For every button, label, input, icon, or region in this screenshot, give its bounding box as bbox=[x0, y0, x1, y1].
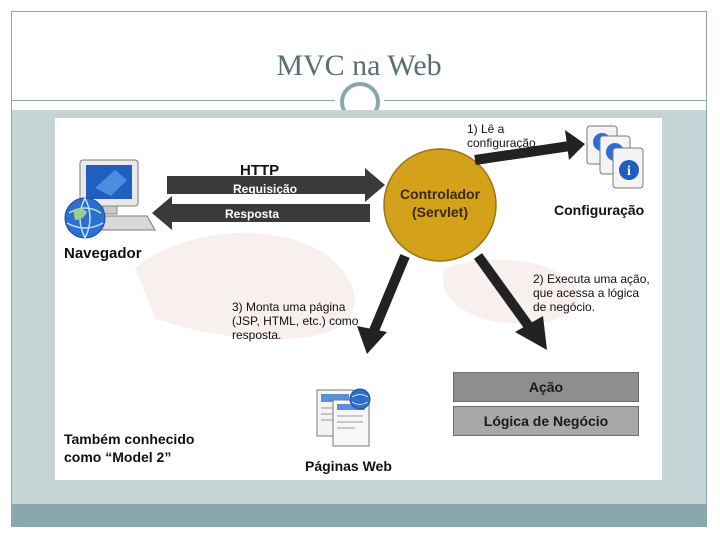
computer-icon bbox=[68, 159, 156, 231]
globe-icon bbox=[64, 197, 106, 239]
response-arrow bbox=[152, 196, 370, 230]
web-pages-label: Páginas Web bbox=[305, 458, 392, 474]
title-rule-right bbox=[384, 100, 707, 101]
request-arrow bbox=[167, 168, 385, 202]
title-rule-left bbox=[11, 100, 335, 101]
step2-text: 2) Executa uma ação, que acessa a lógica… bbox=[533, 272, 650, 314]
slide-title: MVC na Web bbox=[276, 49, 442, 82]
diagram-graphics: i bbox=[64, 125, 644, 447]
config-arrow bbox=[474, 130, 585, 165]
mvc-diagram: i HTTP Requisição Resposta Navegador Con… bbox=[55, 118, 662, 480]
http-label: HTTP bbox=[240, 162, 280, 179]
aka-text: Também conhecido como “Model 2” bbox=[64, 430, 194, 466]
aka-line1: Também conhecido bbox=[64, 431, 195, 447]
config-documents-icon: i bbox=[586, 125, 644, 189]
response-label: Resposta bbox=[225, 207, 280, 221]
pages-arrow bbox=[357, 254, 410, 354]
svg-text:i: i bbox=[627, 164, 631, 179]
action-box: Ação bbox=[453, 372, 639, 402]
step1-text: 1) Lê a configuração. bbox=[467, 122, 540, 150]
controller-circle bbox=[383, 148, 497, 262]
title-area: MVC na Web bbox=[11, 11, 707, 101]
controller-title: Controlador bbox=[399, 186, 481, 202]
config-label: Configuração bbox=[554, 202, 645, 218]
action-arrow bbox=[473, 253, 547, 350]
controller-label: Controlador (Servlet) bbox=[384, 185, 496, 221]
request-label: Requisição bbox=[233, 182, 298, 196]
business-logic-box: Lógica de Negócio bbox=[453, 406, 639, 436]
web-pages-icon bbox=[316, 388, 371, 447]
step3-text: 3) Monta uma página (JSP, HTML, etc.) co… bbox=[232, 300, 359, 342]
aka-line2: como “Model 2” bbox=[64, 449, 172, 465]
footer-bar bbox=[12, 504, 706, 526]
controller-subtitle: (Servlet) bbox=[411, 204, 469, 220]
browser-label: Navegador bbox=[64, 245, 142, 262]
